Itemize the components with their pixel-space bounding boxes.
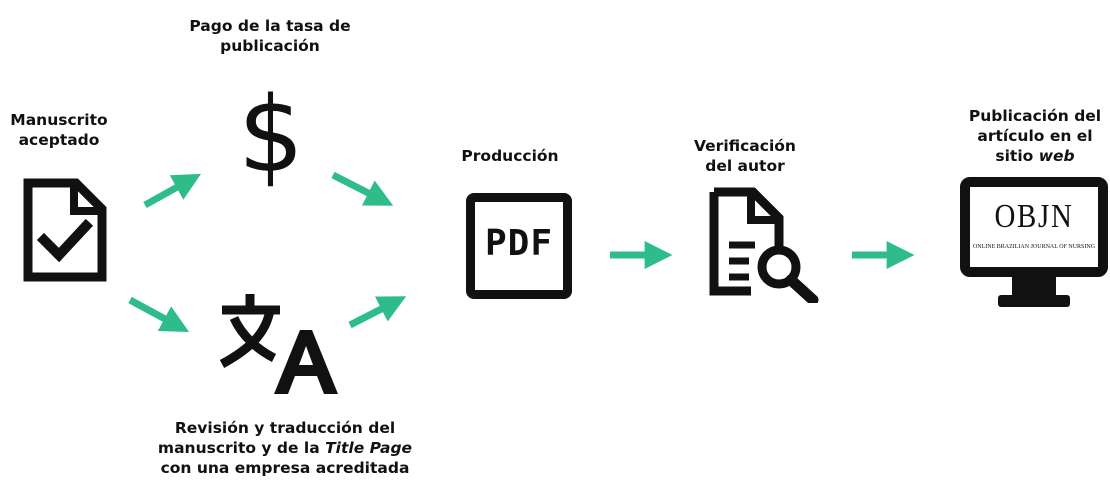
label-author-verification: Verificación del autor	[680, 136, 810, 176]
label-line: aceptado	[18, 131, 100, 149]
monitor-neck	[1012, 277, 1056, 299]
label-production: Producción	[445, 146, 575, 166]
label-line: sitio web	[960, 146, 1110, 166]
translate-icon	[219, 294, 338, 394]
label-line: Verificación	[694, 137, 796, 155]
label-line: Manuscrito	[10, 111, 108, 129]
screen-logo: OBJN	[994, 198, 1074, 235]
label-line: con una empresa acreditada	[160, 459, 410, 477]
dollar-sign-icon: $	[237, 74, 305, 196]
arrow-review-to-production	[348, 296, 407, 329]
label-review-translation: Revisión y traducción del manuscrito y d…	[130, 418, 440, 478]
label-article-publication: Publicación del artículo en el sitio web	[960, 106, 1110, 166]
label-line: manuscrito y de la Title Page	[130, 438, 440, 458]
monitor-stand	[998, 295, 1070, 307]
label-text: sitio	[995, 147, 1039, 165]
label-text-italic: Title Page	[325, 439, 413, 457]
arrow-accepted-to-review	[128, 296, 190, 333]
label-line: publicación	[220, 37, 320, 55]
document-check-icon	[23, 178, 107, 282]
monitor-screen: OBJN ONLINE BRAZILIAN JOURNAL OF NURSING	[960, 177, 1108, 277]
label-line: artículo en el	[977, 127, 1093, 145]
label-fee-payment: Pago de la tasa de publicación	[150, 16, 390, 56]
label-line: del autor	[705, 157, 785, 175]
label-line: Producción	[461, 147, 559, 165]
pdf-text: PDF	[484, 223, 554, 264]
arrow-fee-to-production	[331, 171, 394, 206]
arrow-accepted-to-fee	[143, 173, 202, 209]
monitor-icon: OBJN ONLINE BRAZILIAN JOURNAL OF NURSING	[960, 177, 1108, 317]
label-line: Pago de la tasa de	[189, 17, 351, 35]
label-text: manuscrito y de la	[157, 439, 326, 457]
screen-tagline: ONLINE BRAZILIAN JOURNAL OF NURSING	[972, 244, 1096, 250]
label-line: Publicación del	[968, 107, 1102, 125]
document-search-icon	[709, 187, 819, 303]
label-text-italic: web	[1038, 147, 1075, 165]
label-manuscript-accepted: Manuscrito aceptado	[0, 110, 118, 150]
pdf-icon: PDF	[466, 193, 572, 299]
label-line: Revisión y traducción del	[174, 419, 396, 437]
